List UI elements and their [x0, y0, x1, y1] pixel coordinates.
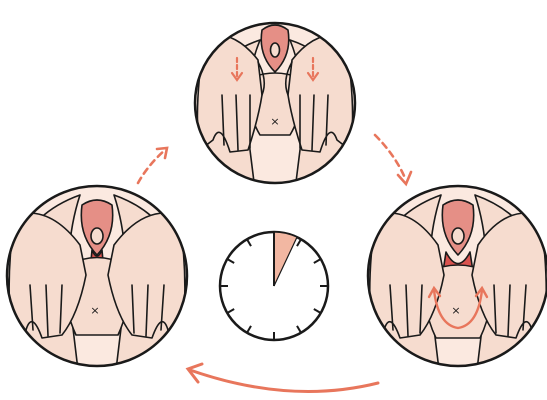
center-mark: × — [270, 115, 279, 128]
step-illustration-left: × — [7, 186, 187, 370]
step-illustration-top: × — [195, 23, 355, 190]
timer-clock — [220, 232, 328, 340]
center-mark: × — [90, 304, 99, 317]
center-mark: × — [451, 304, 460, 317]
cycle-arrow-right-to-left — [188, 364, 378, 391]
step-illustration-right: × — [368, 186, 547, 370]
cycle-arrow-top-to-right — [375, 135, 411, 184]
cycle-arrow-left-to-top — [138, 148, 167, 183]
